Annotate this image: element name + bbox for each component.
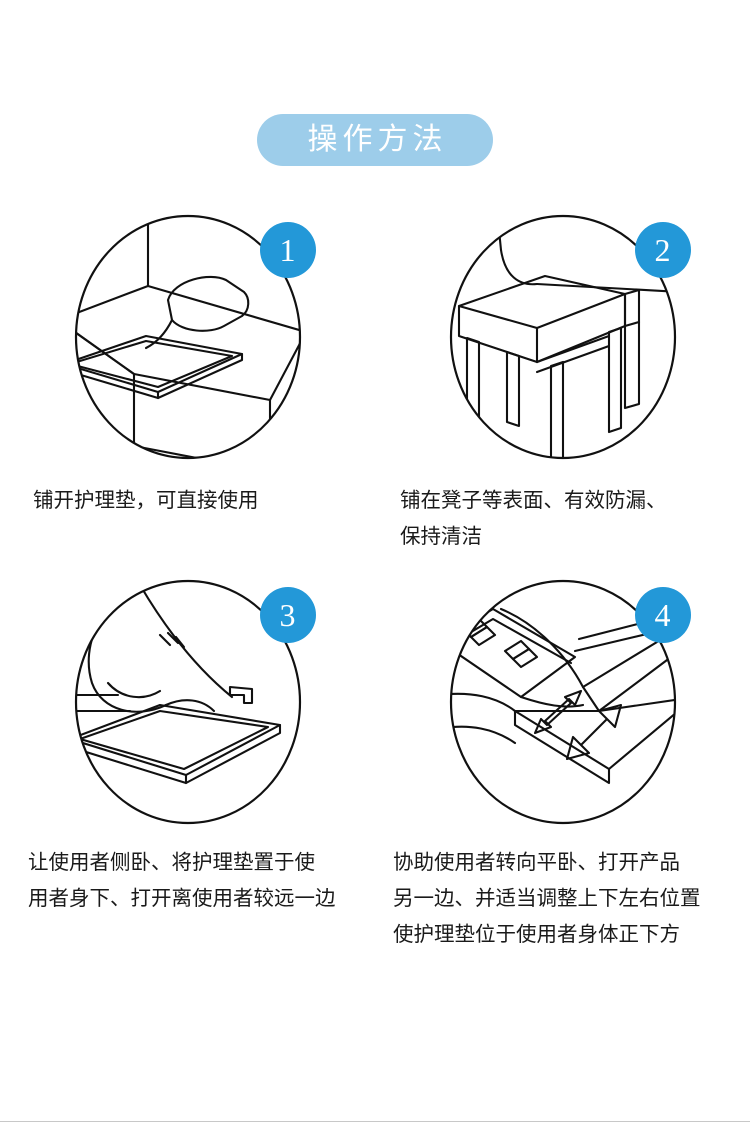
step-card-4: 4 协助使用者转向平卧、打开产品 另一边、并适当调整上下左右位置 使护理垫位于使… <box>375 579 750 953</box>
step-card-3: 3 让使用者侧卧、将护理垫置于使 用者身下、打开离使用者较远一边 <box>0 579 375 953</box>
step-badge-4: 4 <box>634 587 691 643</box>
step-4-figure-wrap: 4 <box>375 579 750 829</box>
step-number-2: 2 <box>654 232 671 268</box>
stool-with-care-pad-illustration: 2 <box>449 214 691 460</box>
person-side-lying-with-pad-illustration: 3 <box>74 579 316 825</box>
step-badge-1: 1 <box>259 222 316 278</box>
step-caption-4: 协助使用者转向平卧、打开产品 另一边、并适当调整上下左右位置 使护理垫位于使用者… <box>393 851 701 946</box>
step-badge-2: 2 <box>634 222 691 278</box>
step-caption-1: 铺开护理垫，可直接使用 <box>33 489 259 512</box>
step-number-3: 3 <box>279 597 296 633</box>
step-badge-3: 3 <box>259 587 316 643</box>
step-number-1: 1 <box>279 232 296 268</box>
step-caption-2: 铺在凳子等表面、有效防漏、 保持清洁 <box>400 489 667 548</box>
page-header: 操作方法 <box>0 0 750 166</box>
step-caption-3: 让使用者侧卧、将护理垫置于使 用者身下、打开离使用者较远一边 <box>28 851 336 910</box>
page-title: 操作方法 <box>307 123 448 156</box>
step-number-4: 4 <box>654 597 671 633</box>
steps-grid: 1 铺开护理垫，可直接使用 <box>0 214 750 953</box>
step-card-1: 1 铺开护理垫，可直接使用 <box>0 214 375 555</box>
step-card-2: 2 铺在凳子等表面、有效防漏、 保持清洁 <box>375 214 750 555</box>
step-1-figure-wrap: 1 <box>0 214 375 464</box>
page-title-banner: 操作方法 <box>257 114 493 166</box>
step-3-figure-wrap: 3 <box>0 579 375 829</box>
pad-adjust-arrows-illustration: 4 <box>449 579 691 825</box>
bed-with-care-pad-illustration: 1 <box>74 214 316 460</box>
step-2-figure-wrap: 2 <box>375 214 750 464</box>
